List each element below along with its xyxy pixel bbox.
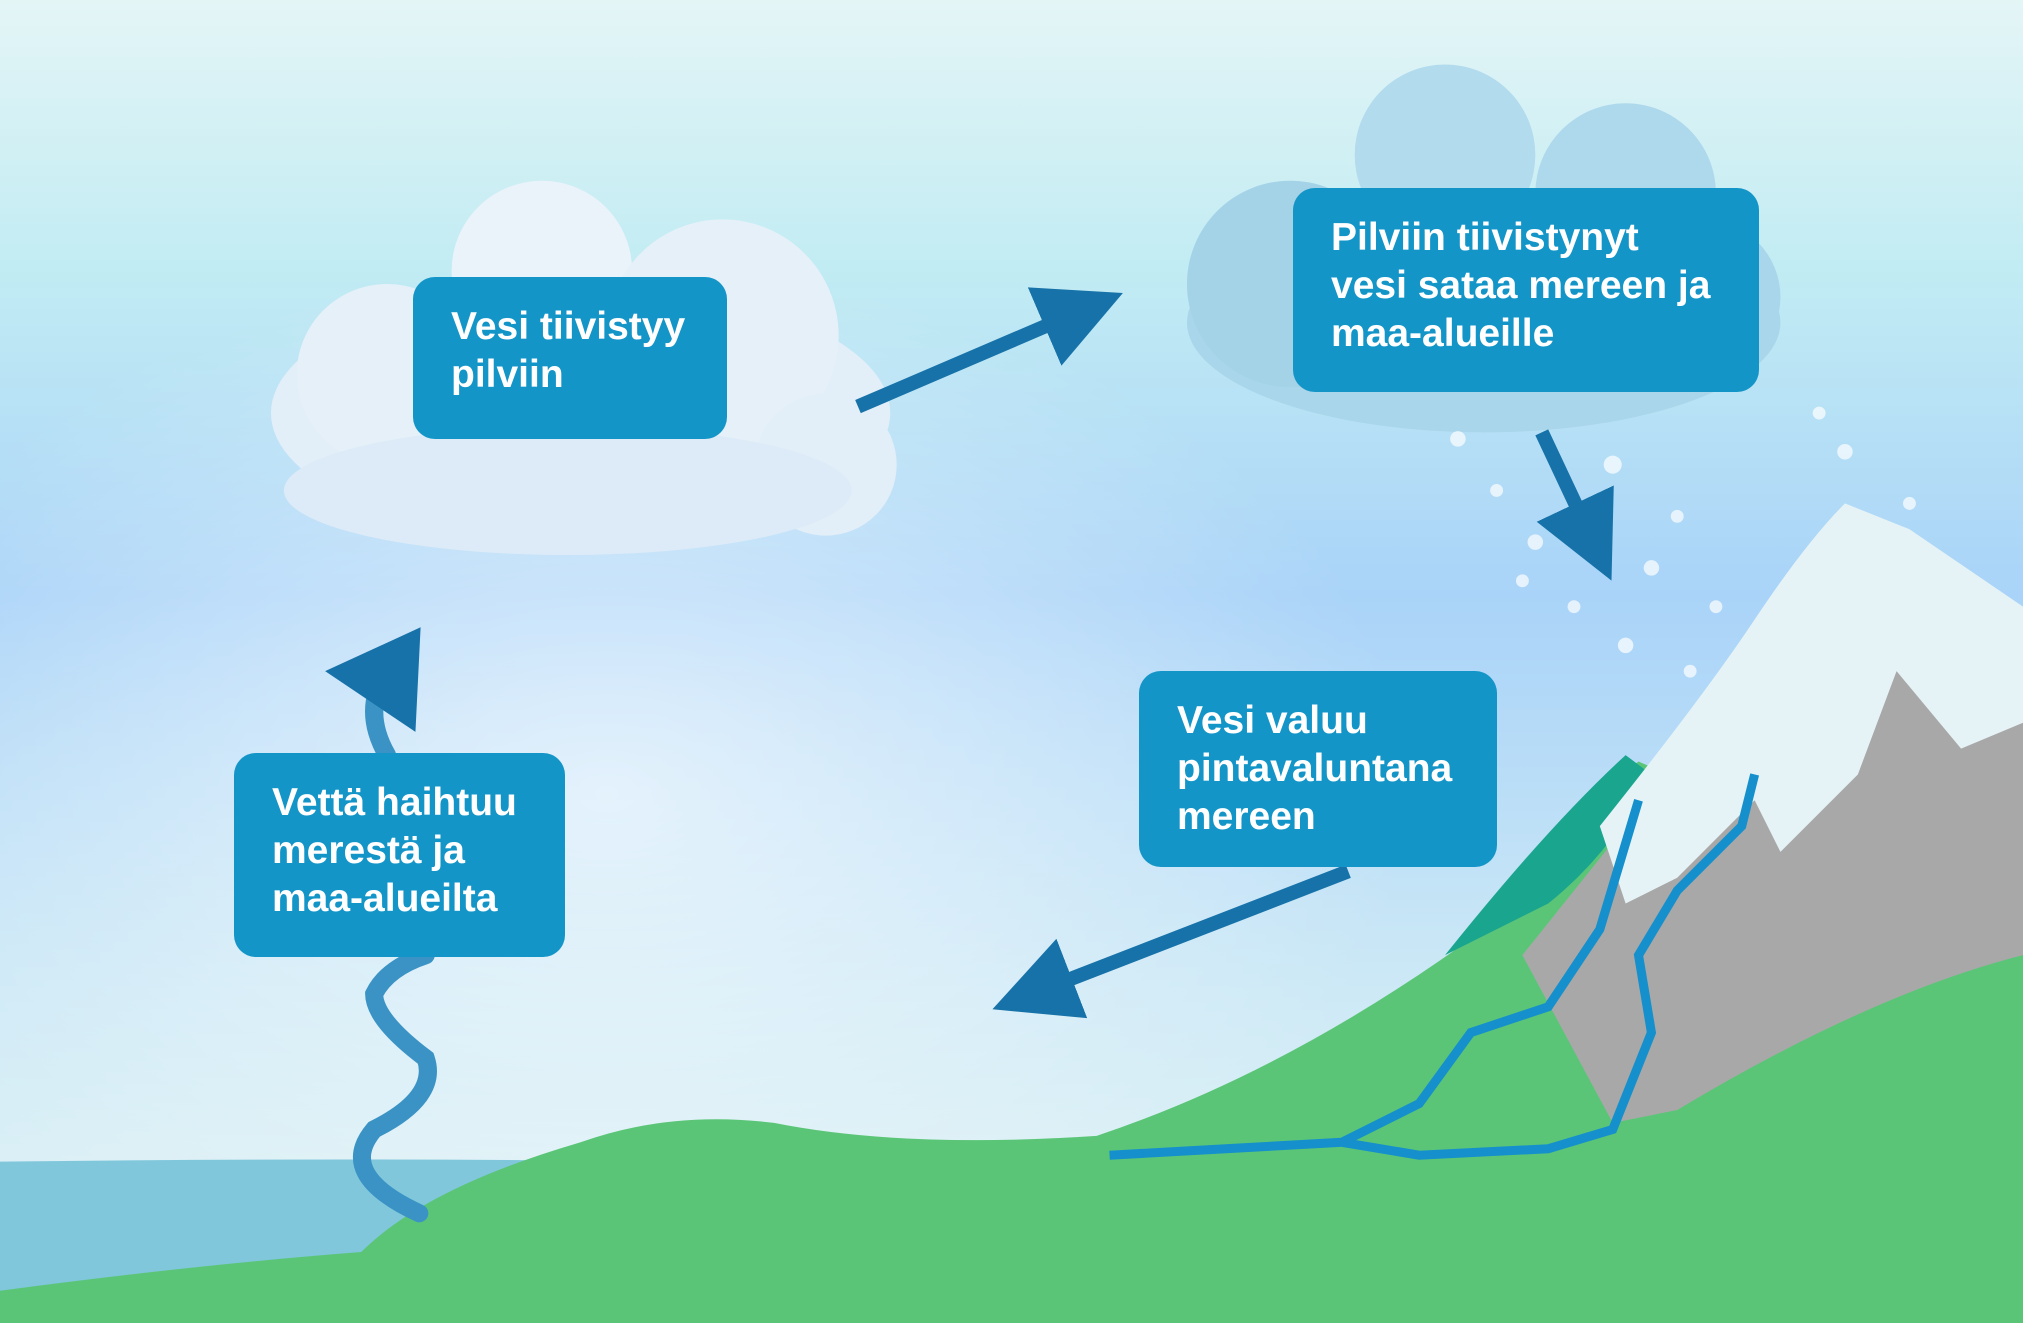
- label-runoff: Vesi valuu pintavaluntana mereen: [1139, 671, 1497, 867]
- river: [1109, 773, 1760, 1160]
- arrow-to-right-cloud: [855, 287, 1123, 414]
- label-evaporation: Vettä haihtuu merestä ja maa-alueilta: [234, 753, 565, 957]
- arrow-runoff-to-sea: [992, 864, 1351, 1019]
- mountain-snow: [1599, 503, 2023, 904]
- label-precipitation: Pilviin tiivistynyt vesi sataa mereen ja…: [1293, 188, 1759, 392]
- arrow-rain-down: [1535, 429, 1614, 581]
- label-condensation: Vesi tiivistyy pilviin: [413, 277, 727, 439]
- rain-drops: [1450, 406, 1916, 678]
